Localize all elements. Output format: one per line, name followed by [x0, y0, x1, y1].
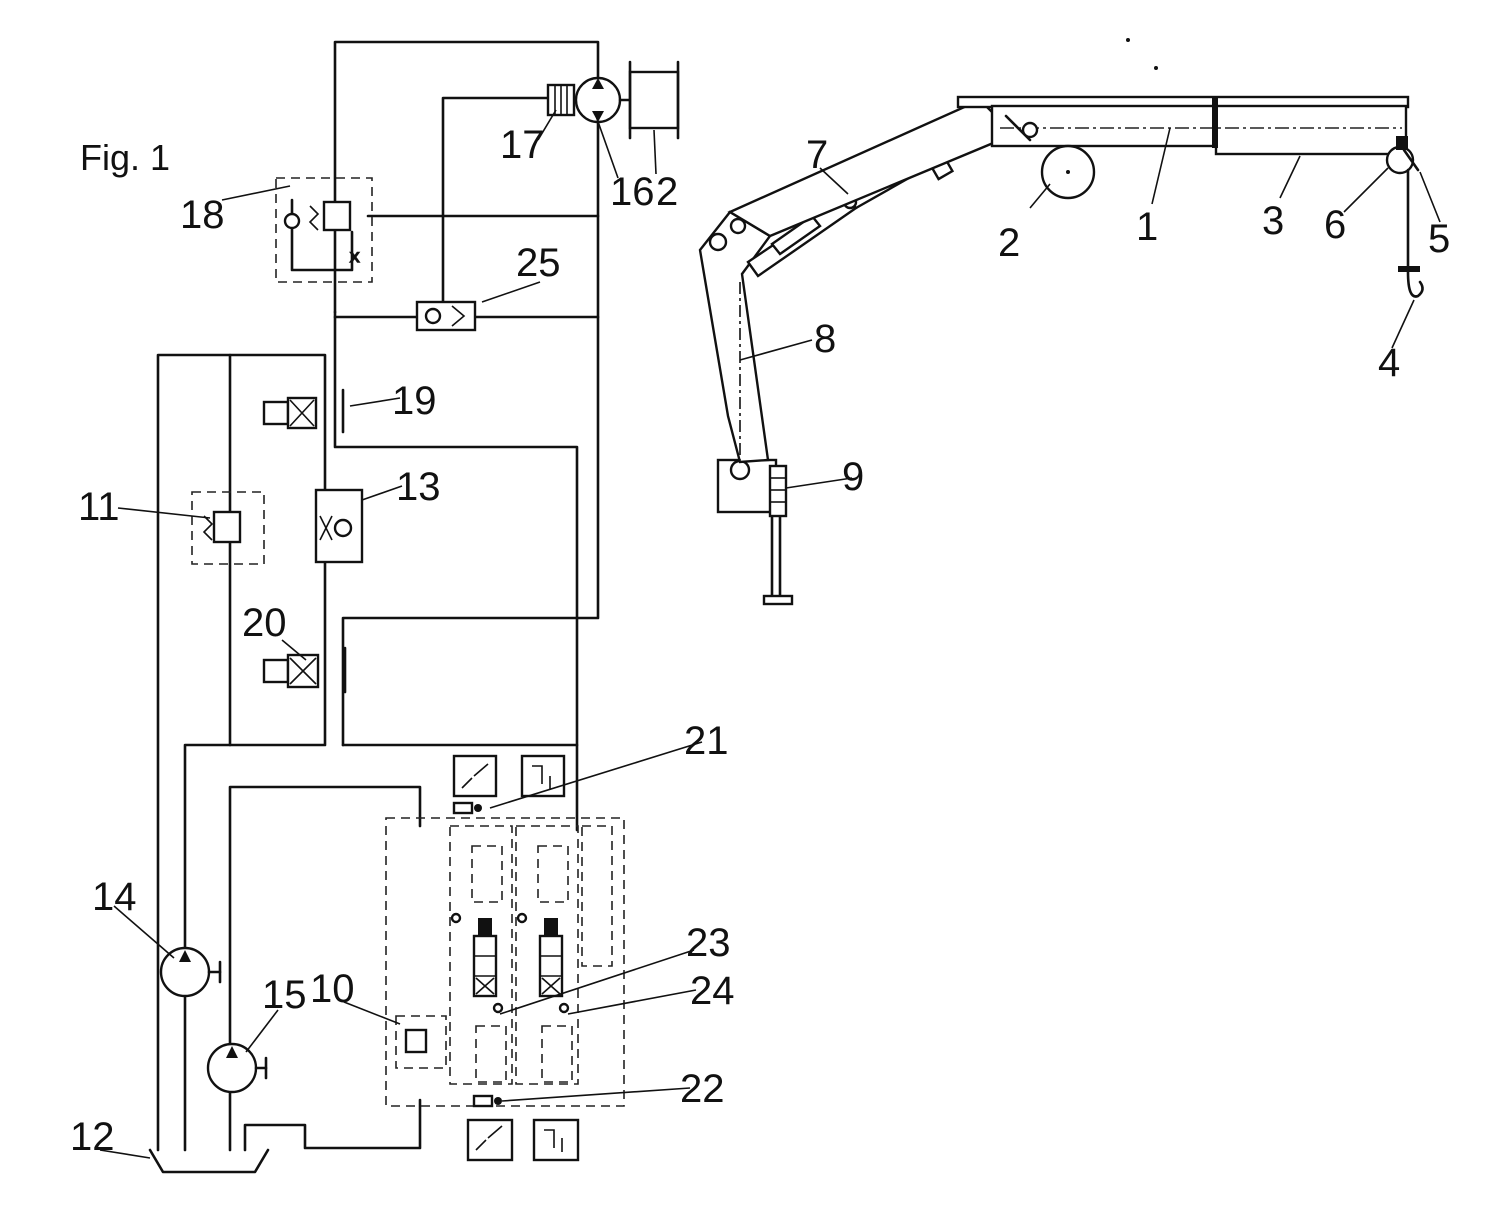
reference-labels: 17 16 2 18 25 19 13 11 20 21 23 24 22 14…	[70, 123, 1450, 1159]
flow-valve-13	[316, 490, 362, 562]
label-16: 16	[610, 170, 655, 214]
label-3: 3	[1262, 199, 1284, 243]
control-block	[386, 803, 624, 1106]
label-19: 19	[392, 379, 437, 423]
directional-valve-20	[264, 648, 345, 692]
label-6: 6	[1324, 203, 1346, 247]
outer-boom	[730, 100, 1010, 236]
check-valve-25	[417, 302, 475, 330]
label-17: 17	[500, 123, 545, 167]
hydraulic-motor	[576, 78, 620, 122]
label-10: 10	[310, 967, 355, 1011]
label-4: 4	[1378, 341, 1400, 385]
valve-group-18: X	[276, 178, 372, 282]
label-15: 15	[262, 973, 307, 1017]
main-beam	[958, 96, 1408, 154]
label-24: 24	[690, 969, 735, 1013]
label-7: 7	[806, 133, 828, 177]
inner-boom	[700, 212, 770, 462]
label-5: 5	[1428, 217, 1450, 261]
hydraulic-circuit: X	[150, 42, 678, 1172]
label-9: 9	[842, 455, 864, 499]
label-1: 1	[1136, 205, 1158, 249]
label-25: 25	[516, 241, 561, 285]
winch-drum	[620, 62, 678, 138]
label-21: 21	[684, 719, 729, 763]
label-2-crane: 2	[998, 221, 1020, 265]
crane-winch	[1042, 146, 1094, 198]
svg-text:X: X	[350, 249, 360, 265]
label-8: 8	[814, 317, 836, 361]
label-23: 23	[686, 921, 731, 965]
crane-column	[718, 460, 792, 604]
label-22: 22	[680, 1067, 725, 1111]
label-13: 13	[396, 465, 441, 509]
figure-title: Fig. 1	[80, 137, 170, 178]
label-2-winch: 2	[656, 170, 678, 214]
relief-valve-11	[192, 492, 264, 564]
label-11: 11	[78, 485, 120, 529]
brake-unit	[548, 85, 574, 115]
label-14: 14	[92, 875, 137, 919]
pump-15	[208, 1044, 266, 1092]
tank	[150, 1150, 268, 1172]
label-18: 18	[180, 193, 225, 237]
label-12: 12	[70, 1115, 115, 1159]
pulley-and-hook	[1387, 136, 1423, 297]
label-20: 20	[242, 601, 287, 645]
crane-drawing	[700, 38, 1423, 604]
directional-valve-19	[264, 390, 343, 432]
